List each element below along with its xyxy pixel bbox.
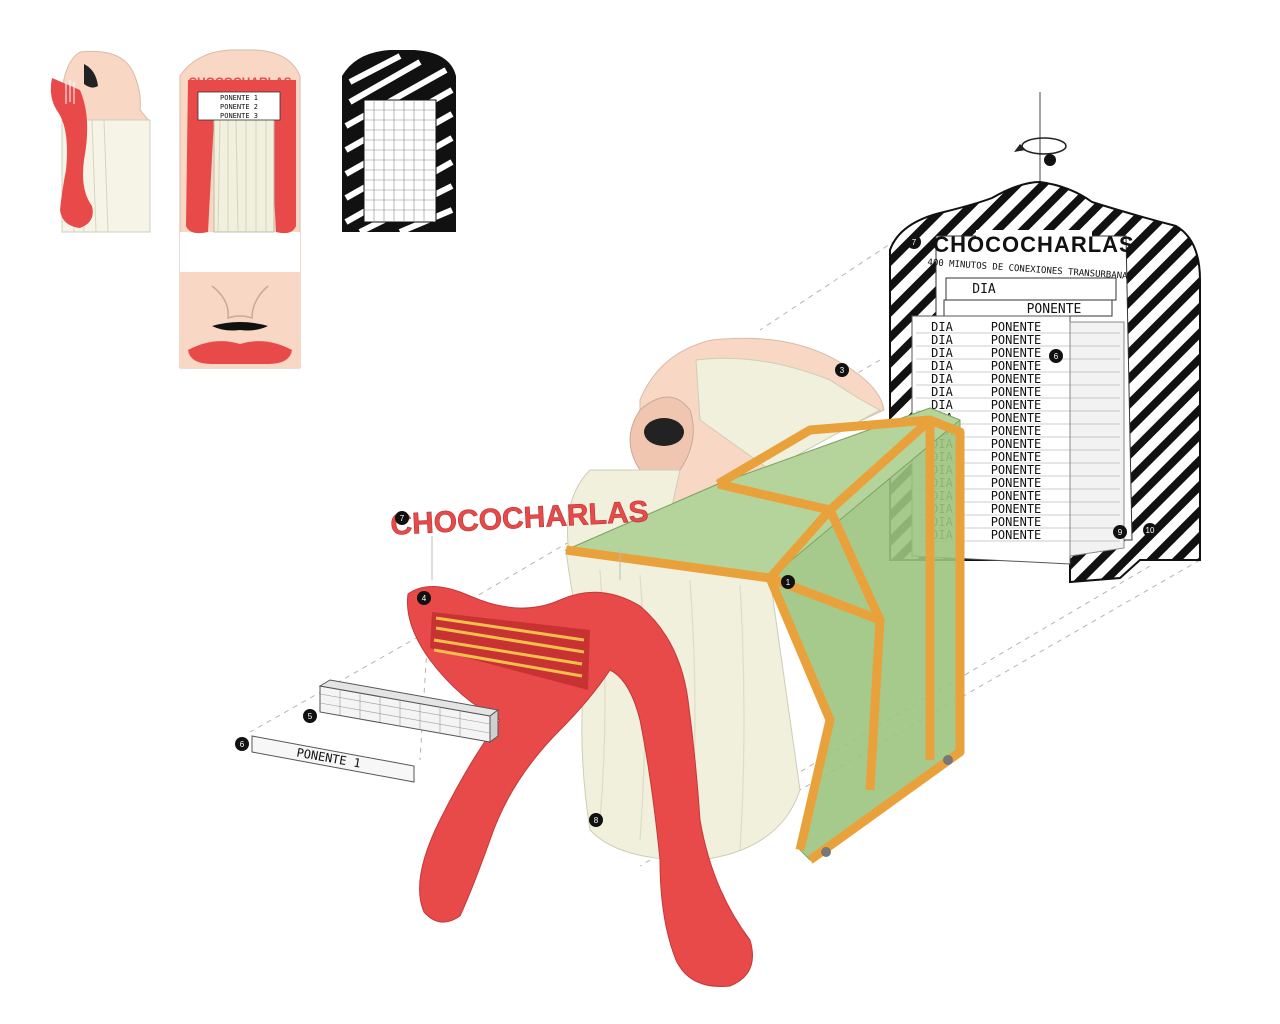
board-row-speaker: PONENTE (991, 450, 1042, 464)
callout-9: 9 (1118, 528, 1123, 537)
board-header-speaker: PONENTE (1027, 302, 1082, 317)
callout-4: 4 (422, 594, 427, 603)
elevation-views: PONENTE 1 PONENTE 2 PONENTE 3 CHOCOCHARL… (50, 49, 456, 369)
board-row-speaker: PONENTE (991, 476, 1042, 490)
callout-7: 7 (400, 514, 405, 523)
board-row-speaker: PONENTE (991, 333, 1042, 347)
board-row-speaker: PONENTE (991, 463, 1042, 477)
nostril-shape (644, 418, 684, 446)
board-row-speaker: PONENTE (991, 411, 1042, 425)
front-row-1: PONENTE 1 (220, 94, 258, 102)
front-row-2: PONENTE 2 (220, 103, 258, 111)
board-row-speaker: PONENTE (991, 489, 1042, 503)
nostril-side-shape (84, 64, 98, 88)
ponente-card-label: PONENTE 1 (295, 746, 361, 771)
red-lips: 4 (406, 585, 753, 987)
callout-6-board: 6 (1054, 352, 1059, 361)
board-row-day: DIA (931, 385, 953, 399)
board-row-day: DIA (931, 398, 953, 412)
board-row-speaker: PONENTE (991, 346, 1042, 360)
callout-6: 6 (240, 740, 245, 749)
board-title: CHOCOCHARLAS (933, 232, 1134, 257)
board-header-day: DIA (972, 282, 996, 297)
rotate-dot-icon (1044, 154, 1056, 166)
board-row-speaker: PONENTE (991, 437, 1042, 451)
frame-structure: 1 (564, 407, 965, 864)
board-row-day: DIA (931, 346, 953, 360)
board-row-speaker: PONENTE (991, 502, 1042, 516)
front-row-3: PONENTE 3 (220, 112, 258, 120)
rotation-axis (1014, 92, 1067, 200)
board-row-day: DIA (931, 320, 953, 334)
callout-10: 10 (1146, 526, 1155, 535)
board-row-speaker: PONENTE (991, 372, 1042, 386)
callout-1: 1 (786, 578, 791, 587)
board-row-day: DIA (931, 359, 953, 373)
board-row-speaker: PONENTE (991, 515, 1042, 529)
front-view: PONENTE 1 PONENTE 2 PONENTE 3 CHOCOCHARL… (179, 49, 301, 369)
callout-8: 8 (594, 816, 599, 825)
side-view (50, 50, 151, 233)
back-view (342, 50, 456, 235)
board-row-speaker: PONENTE (991, 385, 1042, 399)
front-brand-label: CHOCOCHARLAS (188, 75, 291, 89)
board-row-speaker: PONENTE (991, 528, 1042, 542)
board-row-speaker: PONENTE (991, 359, 1042, 373)
callout-3: 3 (840, 366, 845, 375)
board-row-speaker: PONENTE (991, 320, 1042, 334)
board-row-speaker: PONENTE (991, 424, 1042, 438)
lip-side-shape (50, 78, 93, 228)
board-row-day: DIA (931, 333, 953, 347)
board-row-speaker: PONENTE (991, 398, 1042, 412)
board-row-day: DIA (931, 372, 953, 386)
grid-box: 5 (303, 679, 500, 743)
callout-7-board: 7 (912, 238, 917, 247)
ponente-card: PONENTE 1 6 (235, 735, 415, 783)
callout-5: 5 (308, 712, 313, 721)
